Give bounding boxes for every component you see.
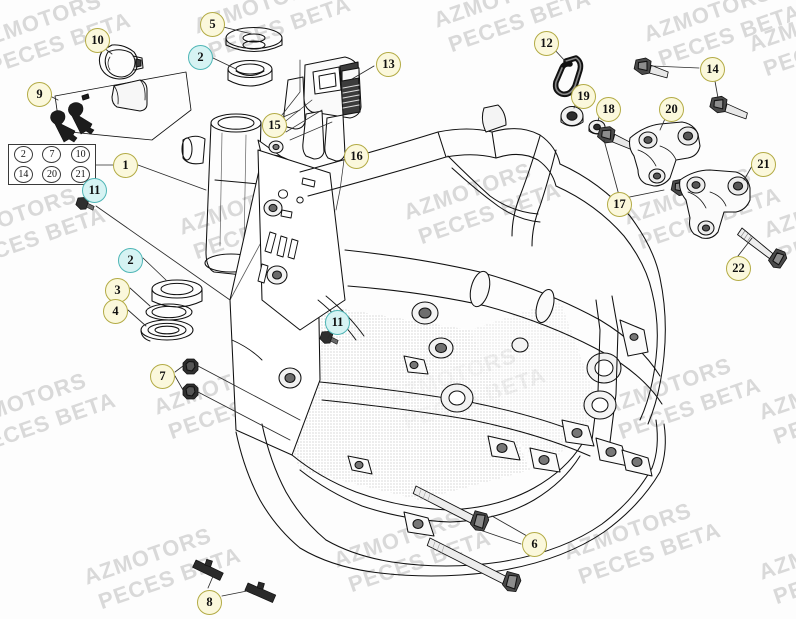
- callout-8[interactable]: 8: [197, 590, 222, 615]
- callout-19[interactable]: 19: [571, 84, 596, 109]
- kit-cell-0-0: 2: [9, 145, 38, 165]
- callout-label: 1: [122, 158, 129, 173]
- callout-7[interactable]: 7: [150, 364, 175, 389]
- callout-label: 7: [159, 369, 166, 384]
- callout-label: 14: [706, 62, 719, 77]
- callout-22[interactable]: 22: [726, 256, 751, 281]
- callout-label: 3: [114, 283, 121, 298]
- callout-label: 10: [91, 33, 104, 48]
- callout-label: 16: [350, 149, 363, 164]
- callout-4[interactable]: 4: [103, 299, 128, 324]
- callout-12[interactable]: 12: [534, 31, 559, 56]
- kit-part-number: 10: [71, 146, 91, 164]
- callout-14[interactable]: 14: [700, 57, 725, 82]
- callout-2b[interactable]: 2: [118, 248, 143, 273]
- callout-label: 8: [206, 595, 213, 610]
- callout-label: 15: [268, 118, 281, 133]
- callout-label: 6: [531, 537, 538, 552]
- callout-label: 11: [331, 315, 344, 330]
- callout-15[interactable]: 15: [262, 113, 287, 138]
- callout-label: 5: [209, 17, 216, 32]
- kit-part-number: 2: [13, 146, 33, 164]
- callout-18[interactable]: 18: [596, 97, 621, 122]
- callout-13[interactable]: 13: [376, 52, 401, 77]
- kit-part-number: 21: [71, 165, 91, 183]
- kit-cell-1-0: 14: [9, 165, 38, 185]
- kit-cell-1-1: 20: [38, 165, 67, 185]
- kit-cell-0-2: 10: [66, 145, 95, 165]
- callout-label: 17: [613, 197, 626, 212]
- callout-label: 22: [732, 261, 745, 276]
- callout-11b[interactable]: 11: [325, 310, 350, 335]
- callout-2a[interactable]: 2: [188, 45, 213, 70]
- callout-label: 20: [665, 102, 678, 117]
- callout-21[interactable]: 21: [751, 152, 776, 177]
- callout-label: 12: [540, 36, 553, 51]
- callout-label: 2: [127, 253, 134, 268]
- kit-part-number: 20: [42, 165, 62, 183]
- callout-11a[interactable]: 11: [82, 178, 107, 203]
- kit-cell-0-1: 7: [38, 145, 67, 165]
- callout-10[interactable]: 10: [85, 28, 110, 53]
- callout-9[interactable]: 9: [27, 82, 52, 107]
- callout-16[interactable]: 16: [344, 144, 369, 169]
- callout-label: 21: [757, 157, 770, 172]
- callout-20[interactable]: 20: [659, 97, 684, 122]
- callout-label: 2: [197, 50, 204, 65]
- callout-label: 9: [36, 87, 43, 102]
- kit-part-number: 14: [13, 165, 33, 183]
- callout-17[interactable]: 17: [607, 192, 632, 217]
- callout-label: 4: [112, 304, 119, 319]
- kit-part-number: 7: [42, 146, 62, 164]
- callout-5[interactable]: 5: [200, 12, 225, 37]
- callout-label: 13: [382, 57, 395, 72]
- callout-label: 11: [88, 183, 101, 198]
- callout-6[interactable]: 6: [522, 532, 547, 557]
- callout-1[interactable]: 1: [113, 153, 138, 178]
- kit-cell-1-2: 21: [66, 165, 95, 185]
- callout-label: 19: [577, 89, 590, 104]
- callout-label: 18: [602, 102, 615, 117]
